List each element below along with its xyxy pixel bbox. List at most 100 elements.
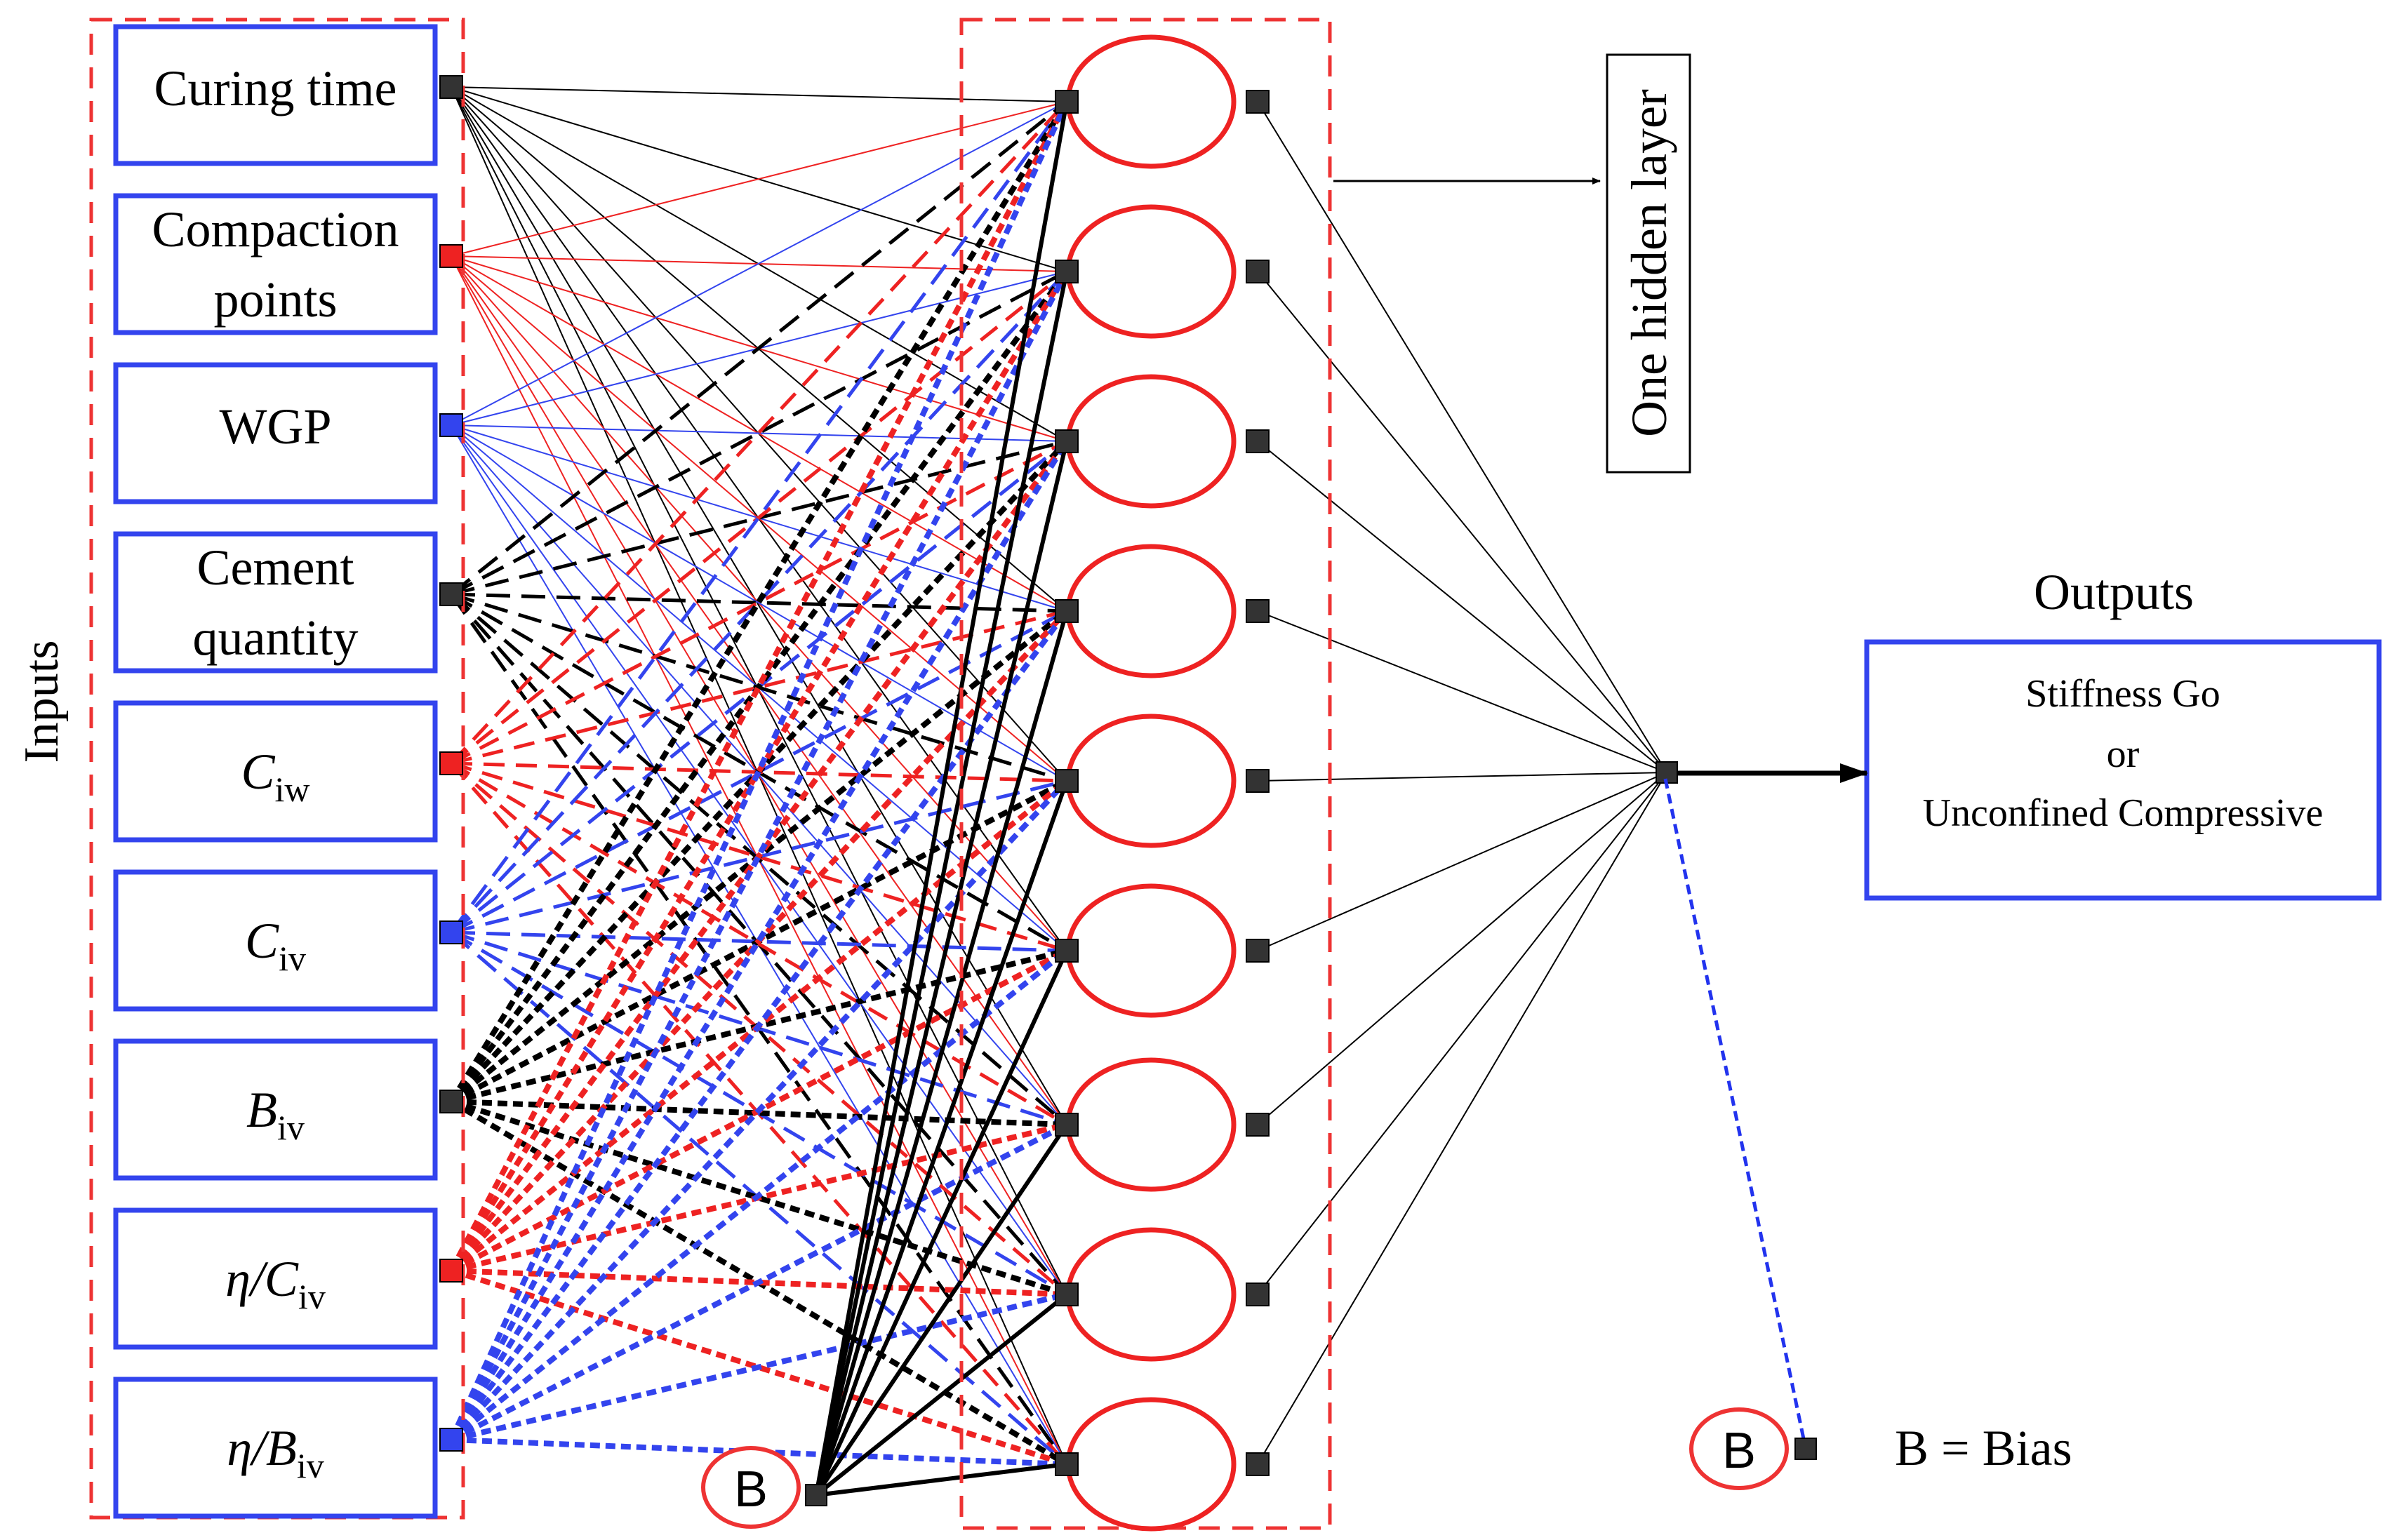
output-connection-line xyxy=(1257,772,1667,1295)
hidden-neuron-output-node xyxy=(1246,1113,1270,1137)
input-node xyxy=(439,413,463,437)
hidden-neuron-input-node xyxy=(1055,939,1079,963)
input-box-6: Biv xyxy=(113,1038,463,1181)
input-box-frame xyxy=(113,531,438,674)
hidden-neuron-2 xyxy=(1055,374,1270,509)
input-node xyxy=(439,75,463,99)
hidden-neuron-input-node xyxy=(1055,1113,1079,1137)
connection-line xyxy=(448,609,1070,1442)
output-connection-line xyxy=(1257,772,1667,782)
inputs-label: Inputs xyxy=(15,641,69,763)
input-label-line: Cement xyxy=(197,540,354,596)
hidden-neuron-circle xyxy=(1065,1057,1237,1192)
connection-line xyxy=(451,101,1067,257)
hidden-neuron-circle xyxy=(1065,883,1237,1018)
hidden-neuron-output-node xyxy=(1246,429,1270,453)
input-label-line: WGP xyxy=(220,399,332,455)
bias-connection-line xyxy=(815,1292,1068,1497)
hidden-neuron-4 xyxy=(1055,714,1270,848)
input-node xyxy=(439,1259,463,1283)
bias-connection-line xyxy=(814,271,1069,1496)
input-box-8: η/Biv xyxy=(113,1377,463,1519)
connection-line xyxy=(448,100,1070,1272)
output-connection-line xyxy=(1257,772,1667,1465)
connection-line xyxy=(451,86,1067,102)
connection-line xyxy=(451,1437,1067,1467)
connection-line xyxy=(450,270,1068,934)
output-line-2: or xyxy=(2107,732,2140,776)
bias-connection-line xyxy=(814,780,1069,1496)
output-line-3: Unconfined Compressive xyxy=(1923,791,2324,835)
hidden-neuron-output-node xyxy=(1246,90,1270,114)
input-label-line: Curing time xyxy=(154,60,397,116)
hidden-neuron-output-node xyxy=(1246,599,1270,623)
connection-line xyxy=(450,100,1068,765)
input-bias: B xyxy=(701,1446,827,1529)
hidden-neuron-output-node xyxy=(1246,939,1270,963)
connection-line xyxy=(448,269,1070,1273)
hidden-neuron-input-node xyxy=(1055,769,1079,793)
bias-connection-line xyxy=(814,101,1069,1496)
output-connection-line xyxy=(1257,772,1667,951)
connection-line xyxy=(451,1292,1067,1442)
input-node xyxy=(439,244,463,268)
connection-line xyxy=(451,930,1067,953)
hidden-neuron-input-node xyxy=(1055,429,1079,453)
hidden-neuron-input-node xyxy=(1055,90,1079,114)
input-box-frame xyxy=(113,24,438,166)
input-label-line: Compaction xyxy=(152,201,399,257)
input-math-label: η/Civ xyxy=(225,1251,326,1316)
bias-connection-line xyxy=(814,441,1069,1496)
hidden-neuron-circle xyxy=(1065,714,1237,848)
hidden-neuron-output-node xyxy=(1246,1452,1270,1476)
hidden-neuron-circle xyxy=(1065,204,1237,339)
output-connection-line xyxy=(1257,101,1667,773)
hidden-neuron-7 xyxy=(1055,1227,1270,1362)
connection-line xyxy=(449,439,1069,1104)
connection-line xyxy=(451,1268,1067,1297)
input-node xyxy=(439,1428,463,1452)
hidden-neuron-1 xyxy=(1055,204,1270,339)
input-box-0: Curing time xyxy=(113,24,463,166)
input-box-frame xyxy=(113,193,438,335)
output-bias: B xyxy=(1689,1407,1817,1490)
connection-line xyxy=(449,609,1069,1273)
input-bias-node xyxy=(805,1484,827,1506)
connection-line xyxy=(448,439,1070,1273)
input-box-5: Civ xyxy=(113,869,463,1012)
input-bias-symbol: B xyxy=(734,1461,768,1518)
outputs-title: Outputs xyxy=(2034,564,2194,620)
output-connection-line xyxy=(1257,610,1667,773)
hidden-neuron-circle xyxy=(1065,34,1237,169)
hidden-neuron-0 xyxy=(1055,34,1270,169)
hidden-output-connections xyxy=(1257,101,1667,1465)
connection-line xyxy=(448,100,1070,1104)
connection-line xyxy=(451,86,1067,1125)
hidden-layer-label-text: One hidden layer xyxy=(1621,89,1677,437)
input-math-label: Civ xyxy=(245,913,306,978)
hidden-neuron-circle xyxy=(1065,1397,1237,1532)
hidden-neuron-input-node xyxy=(1055,599,1079,623)
input-box-7: η/Civ xyxy=(113,1207,463,1350)
connection-line xyxy=(450,439,1068,765)
output-connection-line xyxy=(1257,441,1667,773)
input-hidden-connections xyxy=(448,86,1070,1497)
input-box-2: WGP xyxy=(113,362,463,504)
input-node xyxy=(439,582,463,606)
output-connection-line xyxy=(1257,772,1667,1125)
input-box-frame xyxy=(113,1377,438,1519)
output-bias-connection xyxy=(1663,778,1808,1449)
connection-line xyxy=(451,424,1067,442)
input-math-label: η/Biv xyxy=(227,1420,324,1485)
input-box-frame xyxy=(113,700,438,843)
input-node xyxy=(439,920,463,944)
connection-line xyxy=(448,269,1070,1104)
hidden-neuron-circle xyxy=(1065,1227,1237,1362)
hidden-neuron-input-node xyxy=(1055,260,1079,283)
output-bias-circle xyxy=(1689,1407,1789,1490)
input-node xyxy=(439,751,463,775)
